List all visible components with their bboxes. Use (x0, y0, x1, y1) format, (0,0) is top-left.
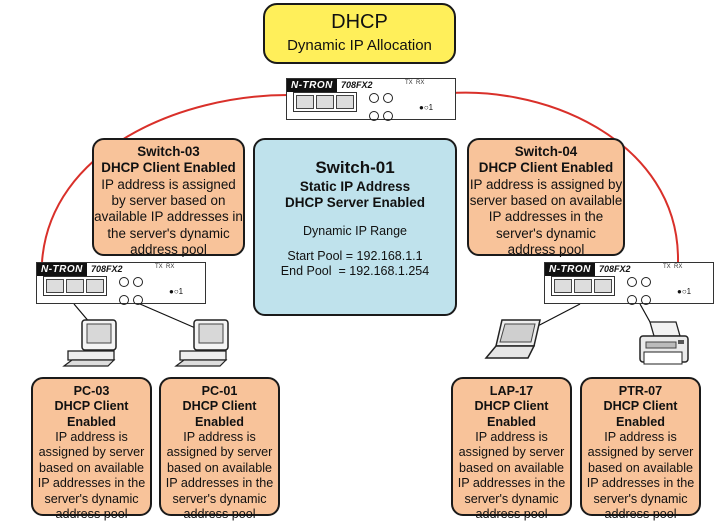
switch03-desc-line: by server based on (111, 193, 226, 209)
switch01-range-label: Dynamic IP Range (303, 223, 407, 238)
switch03-device-icon: N-TRON 708FX2 TX RX ●○1 (36, 262, 206, 305)
lap17-desc-line: server's dynamic (464, 491, 559, 506)
switch04-device-icon: N-TRON 708FX2 TX RX ●○1 (544, 262, 714, 305)
title-box: DHCP Dynamic IP Allocation (263, 3, 456, 64)
switch03-desc-line: address pool (130, 242, 207, 258)
ptr07-name: PTR-07 (618, 384, 663, 398)
switch01-line2: DHCP Server Enabled (284, 195, 426, 211)
pc01-desc-line: IP address is (183, 430, 256, 445)
ptr07-box: PTR-07 DHCP Client Enabled IP address is… (580, 377, 701, 521)
pc01-name: PC-01 (201, 384, 238, 398)
lap17-desc-line: IP address is (475, 430, 548, 445)
lap17-status-line: DHCP Client (474, 399, 549, 414)
link-switch01-switch03 (41, 94, 289, 263)
switch03-desc-line: the server's dynamic (107, 225, 230, 241)
switch04-desc-line: IP address is assigned by (469, 176, 623, 192)
link-switch04-ptr07 (639, 303, 651, 323)
pc01-desc-line: based on available (166, 460, 273, 475)
switch04-name: Switch-04 (514, 144, 578, 159)
pc01-status-line: Enabled (195, 414, 244, 429)
lap17-status-line: Enabled (487, 414, 536, 429)
pc01-desc-line: IP addresses in the (165, 476, 274, 491)
title-heading: DHCP (331, 11, 388, 33)
pc01-box: PC-01 DHCP Client Enabled IP address is … (159, 377, 280, 521)
switch03-status: DHCP Client Enabled (101, 160, 236, 176)
switch01-box: Switch-01 Static IP Address DHCP Server … (253, 138, 457, 316)
switch04-status: DHCP Client Enabled (478, 160, 614, 176)
lap17-desc-line: assigned by server (458, 445, 565, 460)
switch03-desc-line: IP address is assigned (101, 176, 236, 192)
ptr07-desc-line: address pool (604, 506, 677, 521)
pc03-desc-line: IP address is (55, 430, 128, 445)
pc03-desc-line: address pool (55, 506, 128, 521)
pc03-status-line: DHCP Client (54, 399, 129, 414)
switch01-start-pool: Start Pool = 192.168.1.1 (287, 248, 423, 263)
pc03-status-line: Enabled (67, 414, 116, 429)
switch01-end-pool: End Pool = 192.168.1.254 (280, 264, 430, 279)
ptr07-desc-line: IP address is (604, 430, 677, 445)
lap17-desc-line: based on available (458, 460, 565, 475)
switch04-desc-line: IP addresses in the (488, 209, 604, 225)
title-subtitle: Dynamic IP Allocation (287, 37, 432, 55)
switch01-device-icon: N-TRON 708FX2 TX RX ●○1 (286, 78, 456, 121)
switch01-line1: Static IP Address (299, 178, 411, 194)
pc01-desc-line: server's dynamic (172, 491, 267, 506)
ptr07-status-line: Enabled (616, 414, 665, 429)
ptr07-printer-icon (639, 321, 689, 365)
lap17-box: LAP-17 DHCP Client Enabled IP address is… (451, 377, 572, 521)
pc03-box: PC-03 DHCP Client Enabled IP address is … (31, 377, 152, 521)
switch04-box: Switch-04 DHCP Client Enabled IP address… (467, 138, 625, 258)
pc03-desc-line: IP addresses in the (37, 476, 146, 491)
switch03-box: Switch-03 DHCP Client Enabled IP address… (92, 138, 245, 258)
pc03-desc-line: assigned by server (38, 445, 145, 460)
switch03-name: Switch-03 (137, 144, 200, 159)
ptr07-desc-line: IP addresses in the (586, 476, 695, 491)
lap17-name: LAP-17 (489, 384, 534, 398)
ptr07-desc-line: based on available (587, 460, 694, 475)
pc03-name: PC-03 (73, 384, 110, 398)
pc01-desc-line: assigned by server (166, 445, 273, 460)
pc03-desc-line: server's dynamic (44, 491, 139, 506)
lap17-laptop-icon (484, 319, 541, 359)
link-switch03-pc01 (139, 303, 201, 331)
lap17-desc-line: IP addresses in the (457, 476, 566, 491)
pc01-computer-icon (174, 319, 229, 367)
switch01-name: Switch-01 (315, 158, 395, 177)
ptr07-desc-line: server's dynamic (593, 491, 688, 506)
ptr07-status-line: DHCP Client (603, 399, 678, 414)
switch04-desc-line: server's dynamic (495, 225, 597, 241)
switch04-desc-line: address pool (507, 242, 585, 258)
pc03-computer-icon (62, 319, 117, 367)
lap17-desc-line: address pool (475, 506, 548, 521)
pc03-desc-line: based on available (38, 460, 145, 475)
switch04-desc-line: server based on available (469, 193, 623, 209)
switch03-desc-line: available IP addresses in (94, 209, 243, 225)
link-switch01-switch04 (431, 91, 680, 263)
pc01-desc-line: address pool (183, 506, 256, 521)
ptr07-desc-line: assigned by server (587, 445, 694, 460)
pc01-status-line: DHCP Client (182, 399, 257, 414)
